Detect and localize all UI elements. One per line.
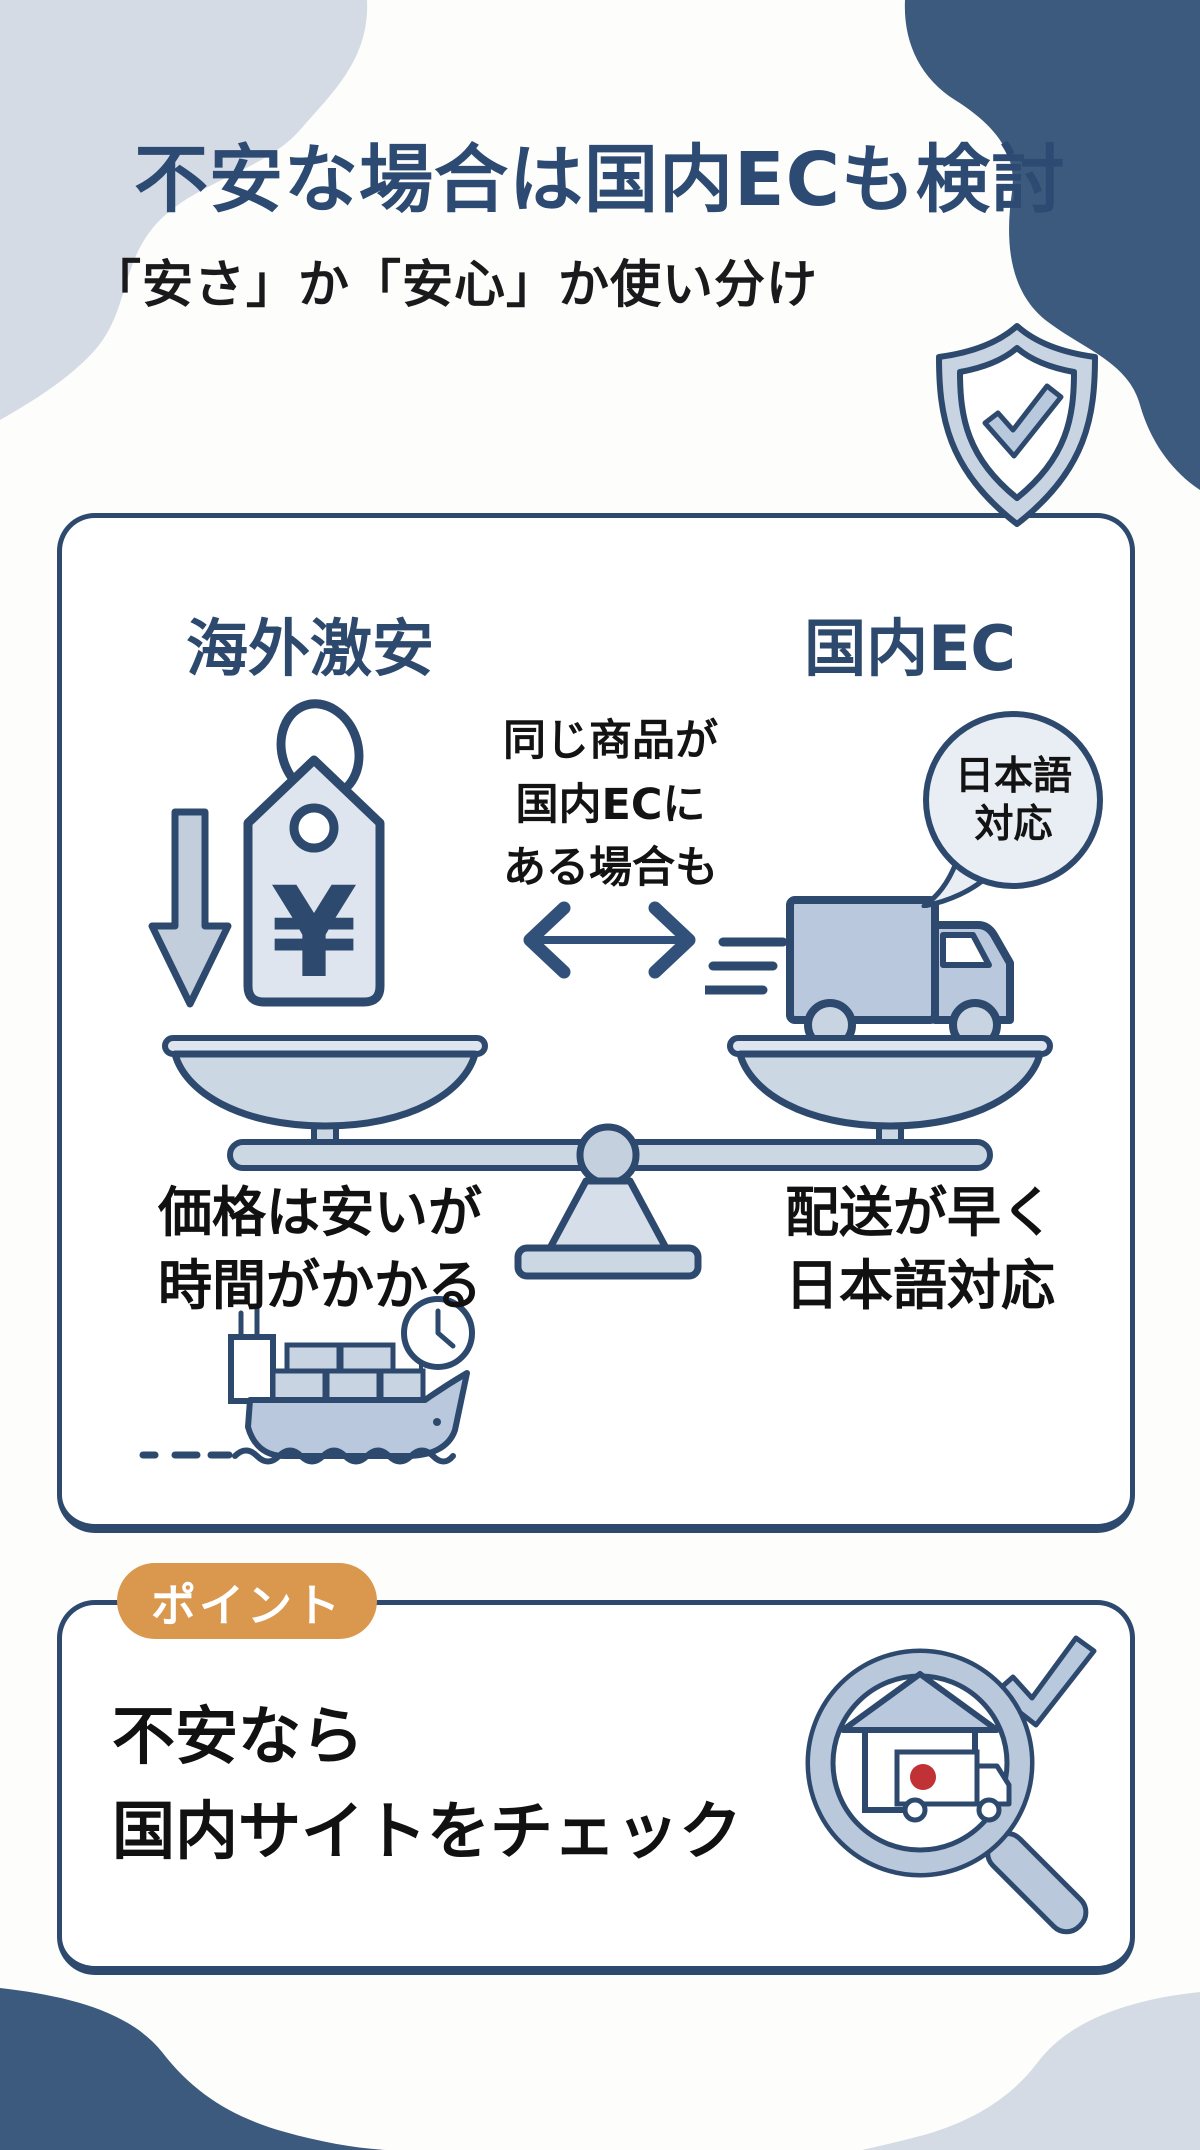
cargo-ship-icon: [139, 1296, 475, 1465]
center-note-line1: 同じ商品が: [503, 716, 718, 766]
blob-bottom-left: [0, 1988, 385, 2150]
point-text-line1: 不安なら: [112, 1700, 364, 1773]
bubble-text: 日本語 対応: [936, 753, 1091, 848]
point-badge: ポイント: [117, 1563, 377, 1639]
right-pan: [727, 1035, 1053, 1130]
domestic-caption-line2: 日本語対応: [785, 1254, 1055, 1318]
blob-bottom-right: [862, 1992, 1200, 2150]
left-pan: [162, 1035, 488, 1130]
blob-top-right: [904, 0, 1200, 490]
speech-bubble-icon: [921, 711, 1103, 908]
overseas-caption: 価格は安いが 時間がかかる: [125, 1176, 515, 1323]
domestic-caption: 配送が早く 日本語対応: [725, 1176, 1115, 1323]
speed-lines: [705, 937, 788, 995]
domestic-caption-line1: 配送が早く: [785, 1181, 1055, 1244]
check-glyph: [982, 383, 1064, 459]
blob-top-left: [0, 0, 368, 420]
shield-check-icon: [936, 323, 1098, 527]
japan-flag-dot: [910, 1764, 936, 1790]
overseas-caption-line2: 時間がかかる: [158, 1254, 482, 1318]
containers: [270, 1342, 426, 1403]
domestic-label: 国内EC: [804, 612, 1016, 685]
center-note-line3: ある場合も: [503, 843, 718, 894]
page-subtitle: 「安さ」か「安心」か使い分け: [90, 256, 819, 315]
center-note-line2: 国内ECに: [515, 779, 706, 830]
price-tag-yen-icon: ¥: [243, 699, 385, 1007]
overseas-label: 海外激安: [185, 612, 434, 685]
small-truck-icon: [894, 1749, 1012, 1823]
point-text: 不安なら 国内サイトをチェック: [112, 1690, 742, 1879]
page-title: 不安な場合は国内ECも検討: [134, 137, 1066, 223]
balance-scale-icon: [162, 1035, 1053, 1280]
point-text-line2: 国内サイトをチェック: [112, 1794, 742, 1868]
yen-symbol: ¥: [271, 861, 358, 1006]
compare-arrow-icon: [523, 901, 696, 979]
bubble-line2: 対応: [974, 801, 1053, 847]
point-badge-label: ポイント: [150, 1578, 343, 1632]
overseas-caption-line1: 価格は安いが: [158, 1181, 482, 1244]
price-down-arrow-icon: [148, 808, 232, 1008]
clock-icon: [401, 1296, 475, 1370]
bubble-line1: 日本語: [954, 754, 1072, 799]
center-note: 同じ商品が 国内ECに ある場合も: [478, 710, 743, 901]
magnifier-house-truck-icon: [805, 1635, 1097, 1935]
